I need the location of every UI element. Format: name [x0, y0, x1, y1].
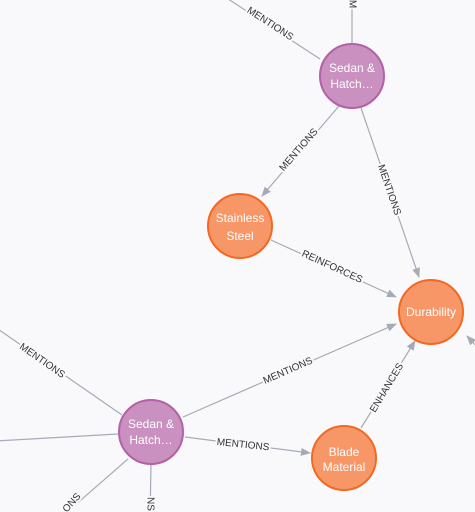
edge-sedan-bottom-lower-left[interactable] [58, 458, 129, 512]
nodes: Sedan & Hatch… Stainless Steel Durabilit… [118, 43, 464, 491]
edge-label-mentions: MENTIONS [262, 355, 315, 386]
edge-offscreen-left-to-sedan-bottom[interactable] [0, 433, 119, 442]
node-circle[interactable] [398, 279, 464, 345]
node-circle[interactable] [319, 43, 385, 109]
node-circle[interactable] [207, 193, 273, 259]
edge-sedan-bottom-to-blade[interactable] [184, 436, 311, 456]
node-sedan-hatch-bottom[interactable]: Sedan & Hatch… [118, 399, 184, 465]
edge-label-partial-lower: NS [144, 497, 155, 511]
edge-sedan-top-to-durability[interactable] [360, 107, 420, 278]
node-stainless-steel[interactable]: Stainless Steel [207, 193, 273, 259]
edge-label-mentions: MENTIONS [245, 5, 296, 43]
edge-label-mentions: MENTIONS [17, 341, 67, 380]
node-circle[interactable] [118, 399, 184, 465]
node-circle[interactable] [311, 425, 377, 491]
edge-label-mentions: MENTIONS [216, 437, 270, 453]
edge-offscreen-to-sedan-bottom[interactable] [0, 327, 123, 416]
edge-label-mentions: MENTIONS [278, 126, 321, 173]
edge-blade-to-durability[interactable] [360, 340, 416, 429]
edge-label-enhances: ENHANCES [368, 361, 406, 415]
edge-label-partial-lower-left: ONS [61, 491, 84, 512]
edge-label-partial-top: M [346, 0, 357, 8]
edge-sedan-top-to-stainless[interactable] [261, 105, 340, 197]
edge-offscreen-to-sedan-top[interactable] [222, 0, 321, 60]
edge-label-mentions: MENTIONS [375, 163, 403, 217]
node-blade-material[interactable]: Blade Material [311, 425, 377, 491]
edge-offscreen-right-to-durability[interactable] [466, 335, 475, 350]
edge-sedan-bottom-lower[interactable] [149, 463, 152, 512]
edge-label-reinforces: REINFORCES [300, 249, 365, 286]
node-durability[interactable]: Durability [398, 279, 464, 345]
edge-sedan-bottom-to-durability[interactable] [182, 323, 397, 418]
node-sedan-hatch-top[interactable]: Sedan & Hatch… [319, 43, 385, 109]
edge-stainless-to-durability[interactable] [270, 239, 397, 298]
